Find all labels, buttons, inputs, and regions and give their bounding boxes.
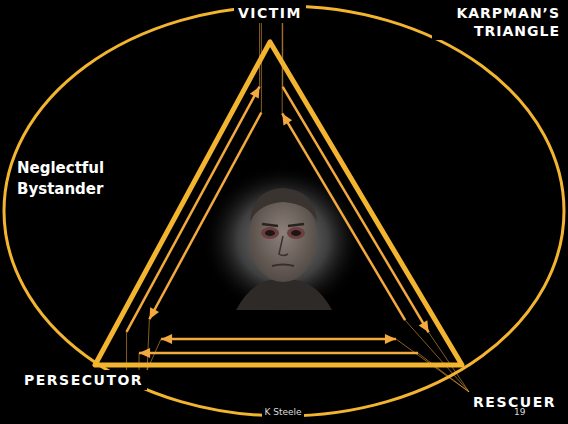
arrow-lead <box>139 353 469 392</box>
arrow-lead <box>282 23 469 392</box>
arrow-head <box>250 86 260 98</box>
role-name: VICTIM <box>238 4 302 22</box>
diagram-title: KARPMAN’S TRIANGLE <box>432 4 562 40</box>
role-arrow <box>147 334 469 392</box>
arrow-head <box>385 334 396 344</box>
arrow-head <box>419 320 429 332</box>
role-name: PERSECUTOR <box>24 371 143 389</box>
arrow-head <box>149 307 159 319</box>
arrow-shaft <box>127 86 260 331</box>
arrow-head <box>282 113 292 125</box>
role-label: PERSECUTOR <box>20 370 147 390</box>
text-label: 19 <box>512 407 527 418</box>
arrow-shaft <box>139 352 418 355</box>
role-arrow <box>282 23 469 392</box>
arrow-shaft <box>282 113 405 320</box>
arrow-shaft <box>283 87 429 332</box>
arrow-head <box>161 334 172 344</box>
triangle-outline <box>95 42 462 365</box>
role-arrow <box>147 23 261 370</box>
arrow-lead <box>147 23 261 370</box>
role-label: VICTIM <box>234 3 306 23</box>
role-arrow <box>283 23 469 392</box>
arrow-lead <box>283 23 469 392</box>
text-label: K Steele <box>262 407 303 418</box>
arrow-lead <box>127 23 260 370</box>
face-picture <box>201 164 365 316</box>
bystander-ellipse <box>4 6 564 416</box>
role-arrow <box>139 348 469 392</box>
text-label: Neglectful Bystander <box>15 158 131 200</box>
arrow-shaft <box>149 113 261 320</box>
arrow-shaft <box>161 338 396 341</box>
arrow-lead <box>147 339 469 392</box>
role-arrow <box>127 23 260 370</box>
